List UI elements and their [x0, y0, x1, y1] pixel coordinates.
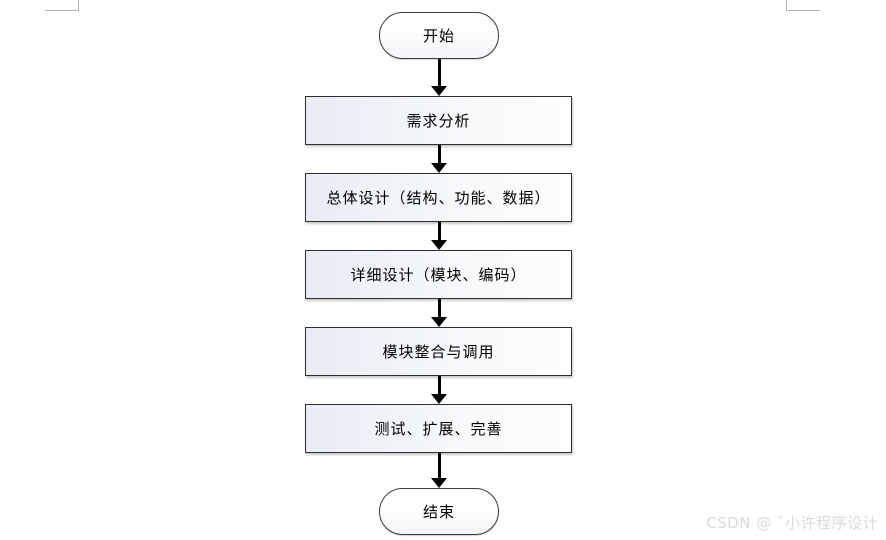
flow-node-overall-design: 总体设计（结构、功能、数据） [305, 173, 572, 222]
down-arrow-icon [431, 240, 447, 250]
down-arrow-icon [431, 478, 447, 488]
flow-node-module-integration: 模块整合与调用 [305, 327, 572, 376]
connector-line-integration-to-testing [438, 376, 441, 395]
csdn-watermark: CSDN @ ˇ小许程序设计 [706, 514, 878, 532]
flow-node-detailed-design: 详细设计（模块、编码） [305, 250, 572, 299]
flow-node-start: 开始 [379, 12, 499, 59]
flow-node-testing: 测试、扩展、完善 [305, 404, 572, 453]
connector-line-detail-to-integration [438, 299, 441, 318]
connector-line-requirements-to-overall [438, 145, 441, 164]
connector-line-overall-to-detail [438, 222, 441, 241]
down-arrow-icon [431, 394, 447, 404]
connector-line-testing-to-end [438, 453, 441, 480]
down-arrow-icon [431, 163, 447, 173]
down-arrow-icon [431, 86, 447, 96]
flow-node-requirements: 需求分析 [305, 96, 572, 145]
connector-line-start-to-requirements [438, 59, 441, 87]
flow-node-end: 结束 [379, 488, 499, 535]
down-arrow-icon [431, 317, 447, 327]
